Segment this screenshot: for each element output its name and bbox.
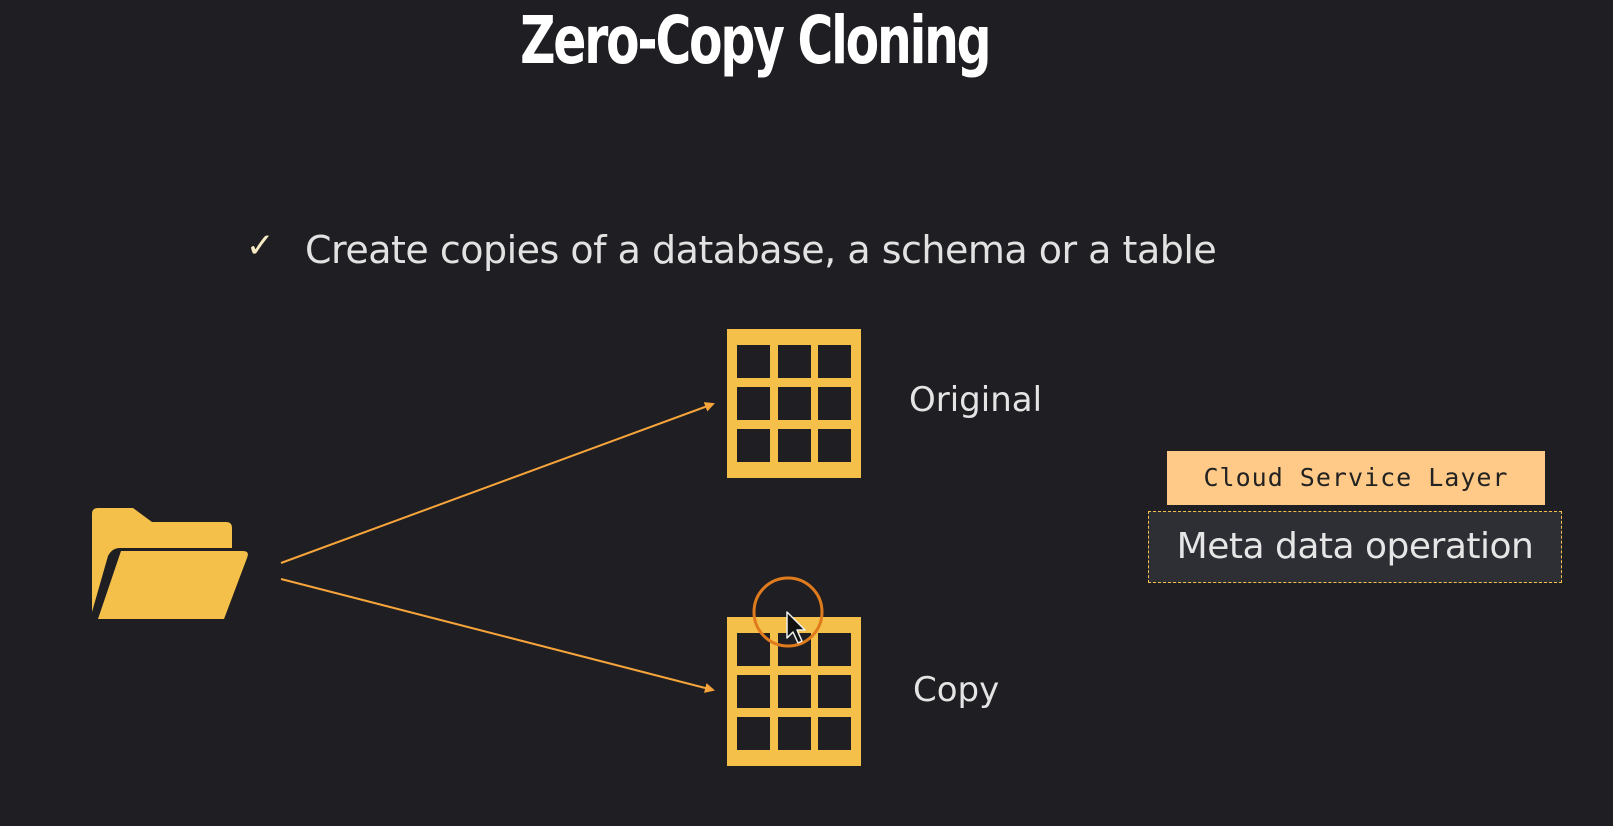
cloud-service-layer-badge: Cloud Service Layer [1167,451,1545,505]
slide-title: Zero-Copy Cloning [520,2,992,79]
meta-data-operation-box: Meta data operation [1148,511,1562,583]
copy-table-icon [727,617,861,766]
original-table-icon [727,329,861,478]
folder-icon [92,508,248,619]
cursor-highlight-ring [752,576,824,648]
arrow-to-original [280,402,715,564]
original-label: Original [909,380,1043,420]
mouse-pointer-icon [786,611,806,644]
copy-label: Copy [913,670,1000,710]
bullet-text: Create copies of a database, a schema or… [305,228,1217,272]
checkmark-icon: ✓ [246,226,275,266]
arrow-to-copy [280,578,715,693]
